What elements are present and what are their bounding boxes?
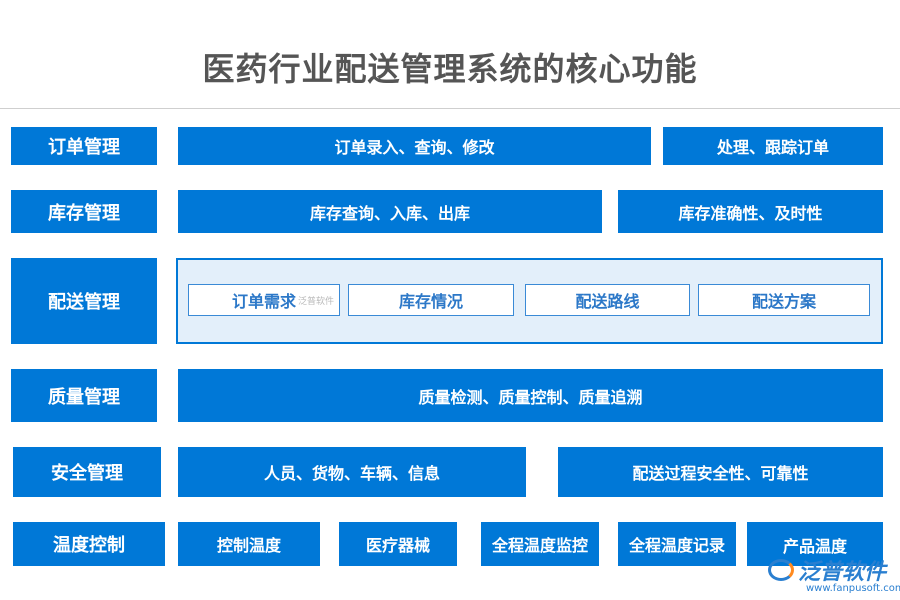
- inventory-accuracy-box: 库存准确性、及时性: [618, 190, 883, 233]
- safety-scope-box: 人员、货物、车辆、信息: [178, 447, 526, 497]
- watermark: 泛普软件: [298, 297, 335, 307]
- delivery-management-label: 配送管理: [11, 258, 157, 344]
- brand-name: 泛普软件: [798, 560, 887, 585]
- order-management-label: 订单管理: [11, 127, 157, 165]
- title-divider: [0, 108, 900, 109]
- brand-logo-icon: [768, 559, 794, 581]
- delivery-panel: 订单需求 库存情况 配送路线 配送方案: [176, 258, 883, 344]
- brand-url: www.fanpusoft.com: [806, 583, 900, 594]
- order-tracking-box: 处理、跟踪订单: [663, 127, 883, 165]
- quality-management-label: 质量管理: [11, 369, 157, 422]
- temperature-control-label: 温度控制: [13, 522, 165, 566]
- product-temperature-box: 产品温度: [747, 522, 883, 566]
- control-temperature-box: 控制温度: [178, 522, 320, 566]
- order-demand-chip: 订单需求: [188, 284, 340, 316]
- inventory-query-box: 库存查询、入库、出库: [178, 190, 602, 233]
- inventory-status-chip: 库存情况: [348, 284, 514, 316]
- temperature-recording-box: 全程温度记录: [618, 522, 736, 566]
- safety-management-label: 安全管理: [13, 447, 161, 497]
- quality-inspection-box: 质量检测、质量控制、质量追溯: [178, 369, 883, 422]
- delivery-plan-chip: 配送方案: [698, 284, 870, 316]
- brand-logo: 泛普软件: [768, 554, 886, 586]
- delivery-reliability-box: 配送过程安全性、可靠性: [558, 447, 883, 497]
- order-entry-box: 订单录入、查询、修改: [178, 127, 651, 165]
- medical-devices-box: 医疗器械: [339, 522, 457, 566]
- temperature-monitoring-box: 全程温度监控: [481, 522, 599, 566]
- page-title: 医药行业配送管理系统的核心功能: [202, 50, 698, 88]
- delivery-route-chip: 配送路线: [525, 284, 690, 316]
- inventory-management-label: 库存管理: [11, 190, 157, 233]
